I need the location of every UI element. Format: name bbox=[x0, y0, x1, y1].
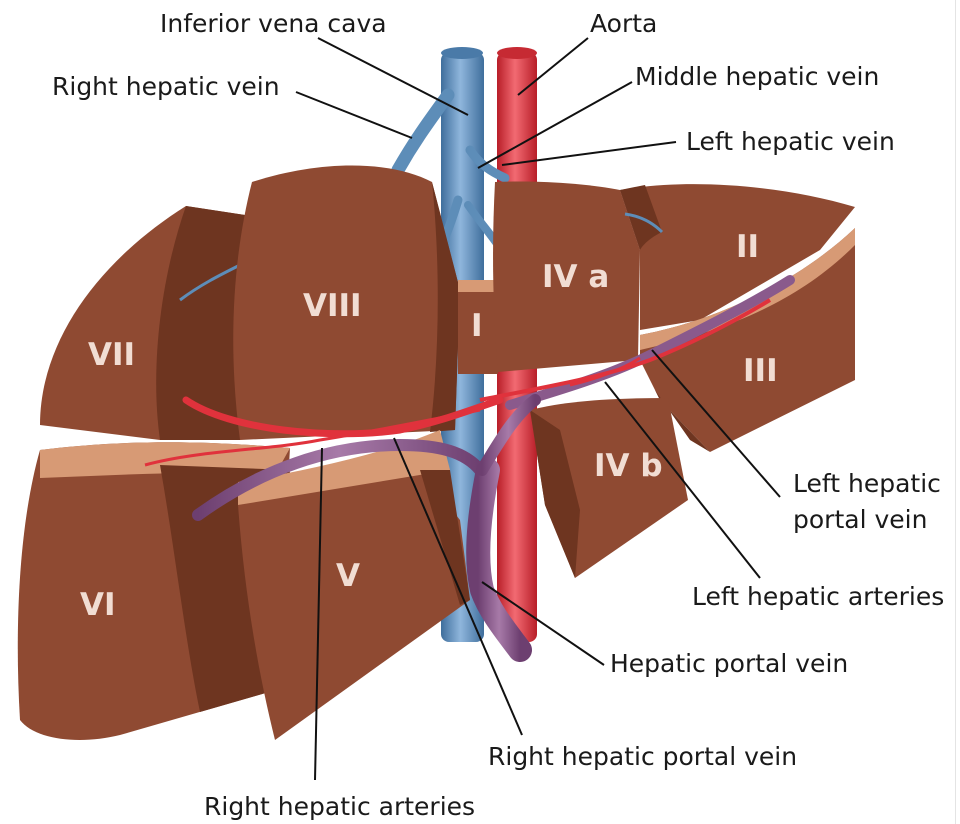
right-edge-divider bbox=[955, 0, 956, 824]
leader-right-hepatic-vein bbox=[296, 92, 412, 138]
segment-label-ii: II bbox=[736, 229, 759, 265]
label-left-hepatic-portal-vein-line2: portal vein bbox=[793, 505, 927, 534]
label-left-hepatic-arteries: Left hepatic arteries bbox=[692, 582, 944, 611]
segment-label-iii: III bbox=[743, 353, 778, 389]
label-hepatic-portal-vein: Hepatic portal vein bbox=[610, 649, 848, 678]
label-left-hepatic-vein: Left hepatic vein bbox=[686, 127, 895, 156]
label-right-hepatic-arteries: Right hepatic arteries bbox=[204, 792, 475, 821]
segment-label-ivb: IV b bbox=[594, 448, 663, 484]
label-middle-hepatic-vein: Middle hepatic vein bbox=[635, 62, 879, 91]
segment-label-viii: VIII bbox=[303, 288, 362, 324]
segment-label-vi: VI bbox=[80, 587, 116, 623]
segment-label-vii: VII bbox=[88, 337, 135, 373]
label-right-hepatic-portal-vein: Right hepatic portal vein bbox=[488, 742, 797, 771]
label-aorta: Aorta bbox=[590, 9, 657, 38]
label-right-hepatic-vein: Right hepatic vein bbox=[52, 72, 280, 101]
label-left-hepatic-portal-vein-line1: Left hepatic bbox=[793, 469, 941, 498]
segment-label-iva: IV a bbox=[542, 259, 609, 295]
label-inferior-vena-cava: Inferior vena cava bbox=[160, 9, 387, 38]
segment-label-i: I bbox=[471, 308, 483, 344]
right-hepatic-vein-vessel bbox=[398, 95, 448, 170]
segment-label-v: V bbox=[336, 558, 360, 594]
